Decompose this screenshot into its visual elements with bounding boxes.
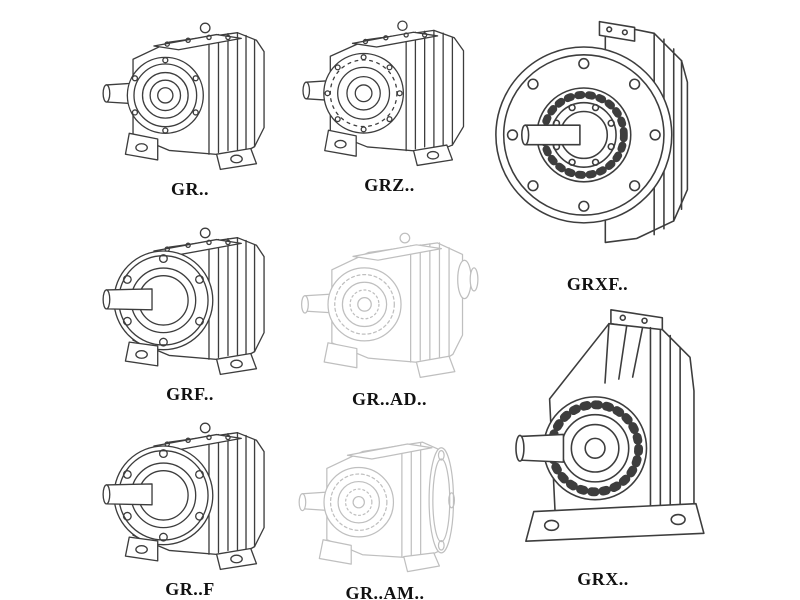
gearbox-figure-grx: GRX.. (494, 296, 712, 590)
gearbox-figure-gr: GR.. (95, 8, 285, 200)
gearbox-figure-grz: GRZ.. (297, 8, 482, 196)
gr-gearbox-illustration (95, 8, 285, 177)
grx-gearbox-illustration (494, 296, 712, 561)
gearbox-label-gr-ad: GR..AD.. (352, 389, 427, 409)
gearbox-label-gr: GR.. (171, 179, 209, 199)
grf-gearbox-illustration (95, 213, 285, 382)
gearbox-figure-grxf: GRXF.. (490, 4, 705, 295)
gr-am-gearbox-illustration (291, 414, 479, 581)
gearbox-figure-gr-ad: GR..AD.. (292, 216, 487, 410)
grxf-gearbox-illustration (490, 4, 705, 260)
gearbox-figure-gr-f: GR..F (95, 408, 285, 600)
gearbox-label-grf: GRF.. (166, 384, 214, 404)
gr-ad-gearbox-illustration (293, 216, 486, 387)
gearbox-label-gr-am: GR..AM.. (345, 583, 425, 600)
grz-gearbox-illustration (297, 8, 482, 173)
gearbox-label-gr-f: GR..F (165, 579, 215, 599)
gr-f-gearbox-illustration (95, 408, 285, 577)
gearbox-figure-grf: GRF.. (95, 213, 285, 405)
gearbox-label-grxf: GRXF.. (566, 274, 629, 294)
gearbox-label-grz: GRZ.. (364, 175, 415, 195)
gearbox-figure-gr-am: GR..AM.. (290, 414, 480, 600)
gearbox-label-grx: GRX.. (577, 569, 629, 589)
